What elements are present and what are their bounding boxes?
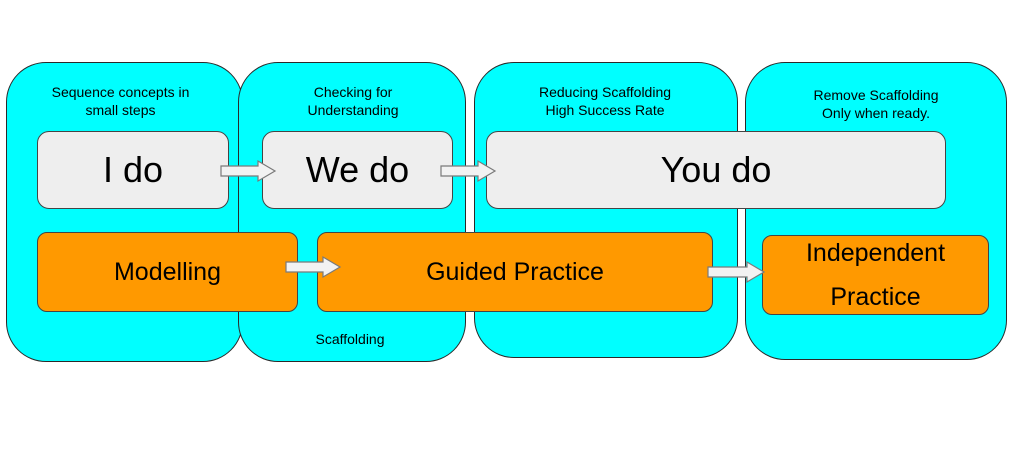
stage-label-i-do: I do: [102, 149, 164, 190]
phase-caption-1: Sequence concepts in small steps: [51, 84, 190, 118]
phase-caption-3: Reducing Scaffolding High Success Rate: [538, 84, 672, 118]
stage-box-i-do: I do: [37, 131, 229, 209]
arrow-i-do-to-we-do: [220, 159, 277, 183]
practice-box-independent-practice: Independent Practice: [762, 235, 989, 315]
phase-caption-2: Checking for Understanding: [307, 84, 399, 118]
stage-label-you-do: You do: [660, 149, 772, 190]
practice-box-guided-practice: Guided Practice: [317, 232, 713, 312]
practice-label-independent-practice: Independent Practice: [805, 239, 946, 311]
practice-label-guided-practice: Guided Practice: [426, 258, 604, 286]
phase-caption-4: Remove Scaffolding Only when ready.: [813, 87, 939, 121]
stage-label-we-do: We do: [305, 149, 410, 190]
phase-panel-1: [6, 62, 243, 362]
arrow-modelling-to-guided: [285, 255, 342, 279]
practice-box-modelling: Modelling: [37, 232, 298, 312]
stage-box-we-do: We do: [262, 131, 453, 209]
practice-label-modelling: Modelling: [113, 258, 221, 286]
stage-box-you-do: You do: [486, 131, 946, 209]
scaffolding-caption: Scaffolding: [315, 331, 385, 347]
phase-panel-2: [238, 62, 466, 362]
arrow-we-do-to-you-do: [440, 159, 497, 183]
arrow-guided-to-independent: [707, 260, 766, 284]
